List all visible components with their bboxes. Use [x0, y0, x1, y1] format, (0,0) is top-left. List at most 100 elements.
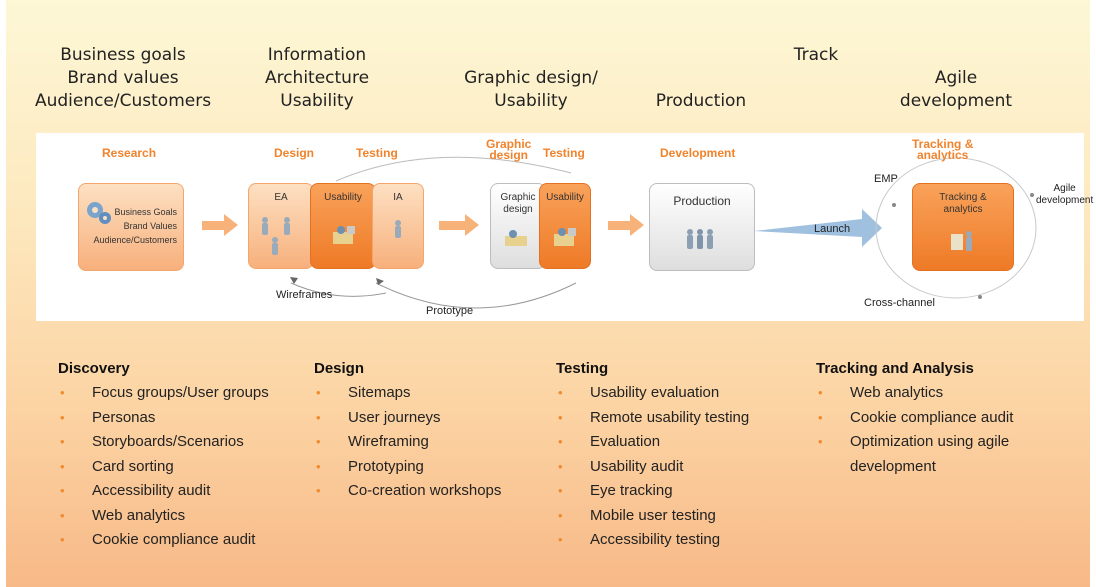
tracking-label: Tracking & analytics — [913, 192, 1013, 216]
list-item: • Web analytics — [58, 504, 308, 529]
list-item: •Usability audit — [556, 455, 796, 480]
bullet-icon: • — [60, 483, 65, 498]
cycle-dot — [892, 203, 896, 207]
stage-testing-1: Testing — [356, 146, 398, 160]
person-icon — [395, 220, 401, 238]
diagram-canvas: Business goals Brand values Audience/Cus… — [6, 0, 1093, 587]
stage-testing-2: Testing — [543, 146, 585, 160]
list-item-text: Accessibility testing — [590, 531, 721, 548]
list-item: • Accessibility testing — [556, 528, 796, 553]
design-heading: Design — [314, 360, 365, 377]
list-item-text: Remote usability testing — [590, 408, 750, 426]
list-item: • Cookie compliance audit — [58, 528, 308, 553]
orange-arrow-3 — [608, 214, 644, 236]
phase-information-architecture: Information Architecture Usability — [242, 44, 392, 113]
bullet-icon: • — [60, 458, 65, 474]
discovery-column: Discovery • Focus groups/User groups • Per… — [58, 360, 308, 553]
list-item: •Card sorting — [58, 455, 308, 480]
list-item: •User journeys — [314, 406, 544, 431]
usability-test-icon — [333, 226, 355, 244]
list-item-text: Usability audit — [590, 457, 684, 475]
stage-line: design — [489, 148, 529, 162]
testing-list: • Usability evaluation • Remote usability … — [556, 381, 796, 553]
orange-arrow-2 — [439, 214, 479, 236]
list-item: • Usability evaluation — [556, 381, 796, 406]
box-line: Graphic — [500, 192, 536, 203]
bullet-icon: • — [60, 409, 65, 425]
ea-label: EA — [274, 192, 288, 203]
bullet-icon: • — [818, 434, 823, 449]
box-line: analytics — [943, 204, 983, 215]
phase-track: Track — [776, 44, 856, 67]
bullet-icon: • — [558, 409, 563, 425]
tracking-cycle — [875, 157, 1037, 299]
bullet-icon: • — [558, 385, 563, 400]
list-item-text: Personas — [92, 408, 156, 426]
graphic-design-label: Graphic design — [491, 192, 545, 216]
phase-line: Graphic design/ — [464, 68, 598, 88]
list-item-text: Focus groups/User groups — [92, 384, 269, 401]
flow-line: development — [1036, 195, 1094, 206]
testing-column: Testing •Usability evaluation •Remote us… — [556, 360, 796, 553]
tracking-analysis-heading: Tracking and Analysis — [816, 360, 974, 377]
people-icon — [262, 217, 290, 255]
flow-line: Agile — [1053, 183, 1076, 194]
bullet-icon: • — [558, 483, 563, 498]
agile-label: Agile development — [1036, 183, 1093, 207]
list-item-text: Cookie compliance audit — [92, 531, 256, 548]
list-item-text: Web analytics — [92, 506, 186, 524]
usability-label: Usability — [546, 192, 584, 203]
list-item-text: Sitemaps — [348, 384, 411, 401]
graphic-design-box: Graphic design — [490, 183, 546, 269]
usability-label: Usability — [324, 192, 362, 203]
bullet-icon: • — [60, 507, 65, 523]
list-item: •Optimization using agile development — [816, 430, 1046, 479]
box-line: design — [503, 204, 533, 215]
list-item-text: Accessibility audit — [92, 482, 211, 499]
list-item-text: Cookie compliance audit — [850, 408, 1014, 426]
list-item-text: Usability evaluation — [590, 384, 720, 401]
phase-line: Architecture — [264, 68, 370, 88]
list-item: • Personas — [58, 406, 308, 431]
phase-line: development — [899, 91, 1013, 111]
phase-line: Information — [267, 45, 367, 65]
stage-line: Tracking & — [912, 137, 974, 151]
stage-tracking-analytics: Tracking & analytics — [912, 137, 974, 161]
production-box: Production — [649, 183, 755, 271]
research-box-text: Business Goals Brand Values Audience/Cus… — [93, 205, 177, 247]
flow-lines — [202, 156, 1037, 309]
design-list: •Sitemaps •User journeys •Wireframing •P… — [314, 381, 544, 504]
bullet-icon: • — [558, 532, 563, 547]
list-item-text: Evaluation — [590, 433, 661, 450]
list-item-text: Eye tracking — [590, 482, 673, 499]
phase-line: Usability — [494, 91, 568, 111]
list-item-text: Storyboards/Scenarios — [92, 433, 244, 450]
bullet-icon: • — [60, 532, 65, 547]
discovery-heading: Discovery — [58, 360, 130, 377]
arc-arrowhead — [290, 277, 298, 284]
top-arc — [335, 156, 572, 182]
list-item-text: Web analytics — [850, 384, 944, 401]
phase-line: Usability — [280, 91, 354, 111]
tracking-analysis-column: Tracking and Analysis • Web analytics • Co… — [816, 360, 1046, 479]
list-item: • Remote usability testing — [556, 406, 796, 431]
analytics-icon — [951, 231, 972, 251]
phase-graphic-design: Graphic design/ Usability — [446, 67, 616, 113]
designer-icon — [505, 230, 527, 246]
stage-research: Research — [102, 146, 157, 160]
ea-box: EA — [248, 183, 314, 269]
list-item-text: Prototyping — [348, 457, 424, 475]
phase-line: Audience/Customers — [34, 91, 212, 111]
bullet-icon: • — [818, 409, 823, 425]
list-item: •Sitemaps — [314, 381, 544, 406]
production-label: Production — [673, 194, 731, 208]
list-item: •Wireframing — [314, 430, 544, 455]
list-item: • Accessibility audit — [58, 479, 308, 504]
bullet-icon: • — [316, 409, 321, 425]
prototype-label: Prototype — [426, 305, 474, 317]
cycle-dot — [978, 295, 982, 299]
ia-label: IA — [393, 192, 403, 203]
bullet-icon: • — [558, 507, 563, 523]
list-item: • Cookie compliance audit — [816, 406, 1046, 431]
bullet-icon: • — [316, 458, 321, 474]
